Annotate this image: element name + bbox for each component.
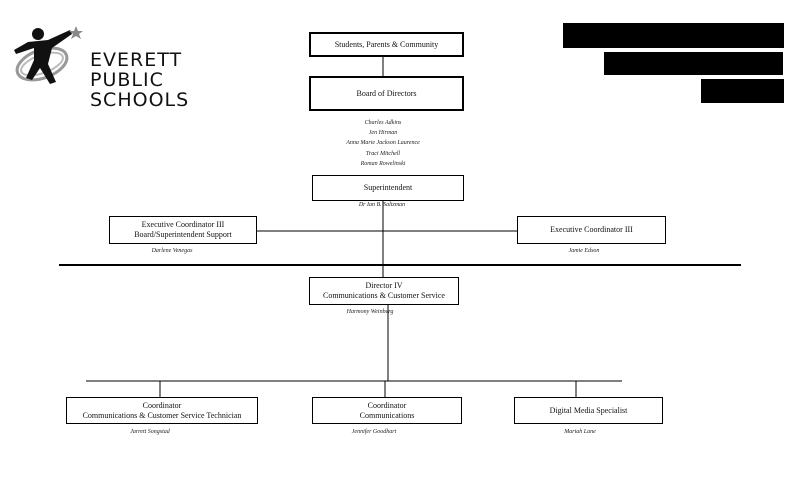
director-line1: Director IV: [365, 281, 403, 290]
community-box: Students, Parents & Community: [309, 32, 464, 57]
coord-left-name: Jarrett Songstad: [130, 429, 170, 435]
logo-wordmark: EVERETT PUBLIC SCHOOLS: [90, 50, 189, 110]
board-member: Jen Hirman: [368, 130, 398, 137]
exec-coordinator-left-box: Executive Coordinator III Board/Superint…: [109, 216, 257, 244]
board-member: Anna Marie Jackson Laurence: [346, 140, 420, 147]
redacted-block-1: [563, 23, 784, 48]
board-member: Roman Rowelinski: [360, 160, 406, 167]
exec-left-line1: Executive Coordinator III: [141, 220, 225, 229]
director-name: Harmony Weinberg: [346, 309, 394, 315]
superintendent-box: Superintendent: [312, 175, 464, 201]
logo-line-1: EVERETT: [90, 49, 183, 71]
digital-line1: Digital Media Specialist: [549, 405, 628, 415]
digital-name: Mariah Lane: [564, 429, 596, 435]
logo-line-2: PUBLIC: [90, 69, 164, 91]
coordinator-technician-box: Coordinator Communications & Customer Se…: [66, 397, 258, 424]
digital-media-box: Digital Media Specialist: [514, 397, 663, 424]
coord-mid-line2: Communications: [359, 410, 415, 420]
coord-left-line1: Coordinator: [142, 400, 182, 410]
exec-coordinator-right-box: Executive Coordinator III: [517, 216, 666, 244]
board-member: Traci Mitchell: [365, 150, 401, 157]
superintendent-name: Dr Ian B. Saltzman: [358, 202, 406, 208]
board-member: Charles Adkins: [364, 120, 402, 126]
exec-right-line1: Executive Coordinator III: [550, 225, 633, 234]
coordinator-communications-box: Coordinator Communications: [312, 397, 462, 424]
board-box: Board of Directors: [309, 76, 464, 111]
board-members-list: Charles Adkins Jen Hirman Anna Marie Jac…: [313, 118, 453, 169]
exec-right-name: Jamie Edson: [568, 248, 600, 254]
coord-left-line2: Communications & Customer Service Techni…: [82, 410, 242, 420]
district-logo: EVERETT PUBLIC SCHOOLS: [12, 20, 188, 110]
redacted-block-2: [604, 52, 783, 75]
coord-mid-line1: Coordinator: [367, 400, 407, 410]
director-box: Director IV Communications & Customer Se…: [309, 277, 459, 305]
exec-left-line2: Board/Superintendent Support: [134, 230, 232, 239]
coord-mid-name: Jennifer Goodhart: [351, 429, 397, 435]
community-label: Students, Parents & Community: [334, 39, 439, 49]
director-line2: Communications & Customer Service: [323, 291, 445, 300]
superintendent-label: Superintendent: [363, 183, 413, 192]
exec-left-name: Darlene Venegas: [151, 248, 193, 254]
redacted-block-3: [701, 79, 784, 103]
logo-figure-icon: [14, 26, 83, 84]
board-label: Board of Directors: [356, 88, 417, 98]
logo-line-3: SCHOOLS: [90, 89, 190, 111]
